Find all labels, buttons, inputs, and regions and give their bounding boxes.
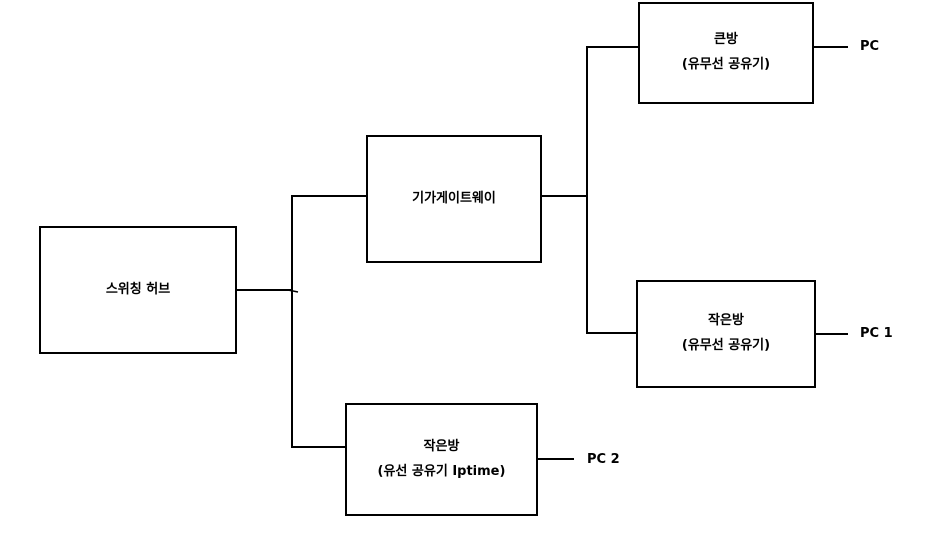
node-small-room-1: 작은방 (유무선 공유기) <box>636 280 816 388</box>
node-big-room-title: 큰방 <box>714 32 738 48</box>
edge-hub-to-small-room-2 <box>291 290 345 448</box>
endpoint-pc1-label: PC 1 <box>860 326 893 341</box>
node-big-room: 큰방 (유무선 공유기) <box>638 2 814 104</box>
node-small-room-1-subtitle: (유무선 공유기) <box>681 338 771 353</box>
node-small-room-2-subtitle: (유선 공유기 Iptime) <box>377 463 506 479</box>
node-small-room-2: 작은방 (유선 공유기 Iptime) <box>345 403 538 516</box>
node-gateway: 기가게이트웨이 <box>366 135 542 263</box>
node-gateway-label: 기가게이트웨이 <box>412 190 496 206</box>
node-switching-hub: 스위칭 허브 <box>39 226 237 354</box>
endpoint-pc2-label: PC 2 <box>587 452 620 467</box>
edge-gateway-to-small-room-1 <box>586 196 636 334</box>
node-switching-hub-label: 스위칭 허브 <box>105 281 171 297</box>
edge-hub-tick <box>287 289 299 293</box>
endpoint-pc-label: PC <box>860 39 880 54</box>
node-small-room-2-title: 작은방 <box>423 438 460 454</box>
edge-gateway-to-big-room <box>586 46 638 196</box>
node-big-room-subtitle: (유무선 공유기) <box>681 57 771 72</box>
node-small-room-1-title: 작은방 <box>708 313 744 329</box>
edge-hub-to-gateway <box>291 195 366 290</box>
